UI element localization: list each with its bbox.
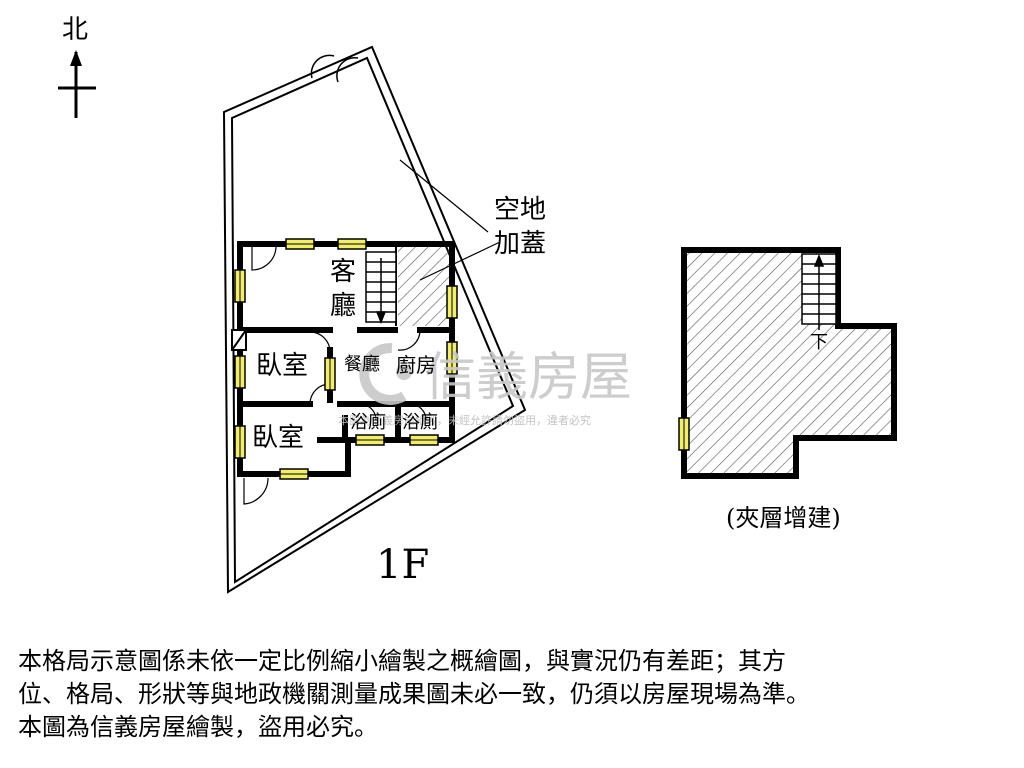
- leader-line: [399, 159, 489, 233]
- mezzanine-window: [678, 417, 690, 451]
- north-label: 北: [62, 15, 88, 45]
- watermark: 信義房屋 本圖為信義房屋繪製，未經允許請勿盜用，違者必究: [338, 342, 632, 427]
- leader-line-2: [419, 241, 501, 281]
- bedroom-1-label: 臥室: [256, 351, 308, 381]
- disclaimer: 本格局示意圖係未依一定比例縮小繪製之概繪圖，與實況仍有差距；其方 位、格局、形狀…: [18, 645, 1008, 744]
- stairs-1f-icon: [365, 251, 397, 325]
- living-room-label-line2: 廳: [330, 291, 356, 321]
- stair-hatched-area: [398, 244, 452, 326]
- disclaimer-line-3: 本圖為信義房屋繪製，盜用必究。: [18, 713, 378, 741]
- north-arrow-icon: [58, 50, 96, 118]
- mezzanine-outline: [681, 247, 897, 479]
- disclaimer-line-1: 本格局示意圖係未依一定比例縮小繪製之概繪圖，與實況仍有差距；其方: [18, 647, 786, 675]
- stairs-mezzanine-icon: [801, 253, 837, 330]
- bath-2-label: 浴廁: [402, 411, 438, 433]
- watermark-brand: 信義房屋: [424, 348, 632, 408]
- building-walls: [237, 241, 455, 477]
- kitchen-label: 廚房: [396, 353, 436, 377]
- entrance-door-icon: [310, 54, 359, 83]
- open-space-label-line1: 空地: [494, 195, 546, 225]
- door-swings: [243, 243, 427, 505]
- disclaimer-line-2: 位、格局、形狀等與地政機關測量成果圖未必一致，仍須以房屋現場為準。: [18, 680, 810, 708]
- floor-label: 1F: [376, 542, 429, 588]
- brand-logo-icon: [359, 342, 412, 405]
- stair-down-label: 下: [810, 332, 828, 353]
- living-room-label-line1: 客: [330, 257, 356, 287]
- open-space-label-line2: 加蓋: [494, 229, 546, 259]
- floor-plan: 北: [58, 15, 897, 594]
- bedroom-2-label: 臥室: [252, 423, 304, 453]
- bath-1-label: 浴廁: [350, 411, 386, 433]
- mezzanine-label: (夾層增建): [726, 504, 841, 532]
- site-boundary: [222, 45, 527, 594]
- watermark-note: 本圖為信義房屋繪製，未經允許請勿盜用，違者必究: [338, 413, 591, 427]
- dining-label: 餐廳: [344, 354, 380, 375]
